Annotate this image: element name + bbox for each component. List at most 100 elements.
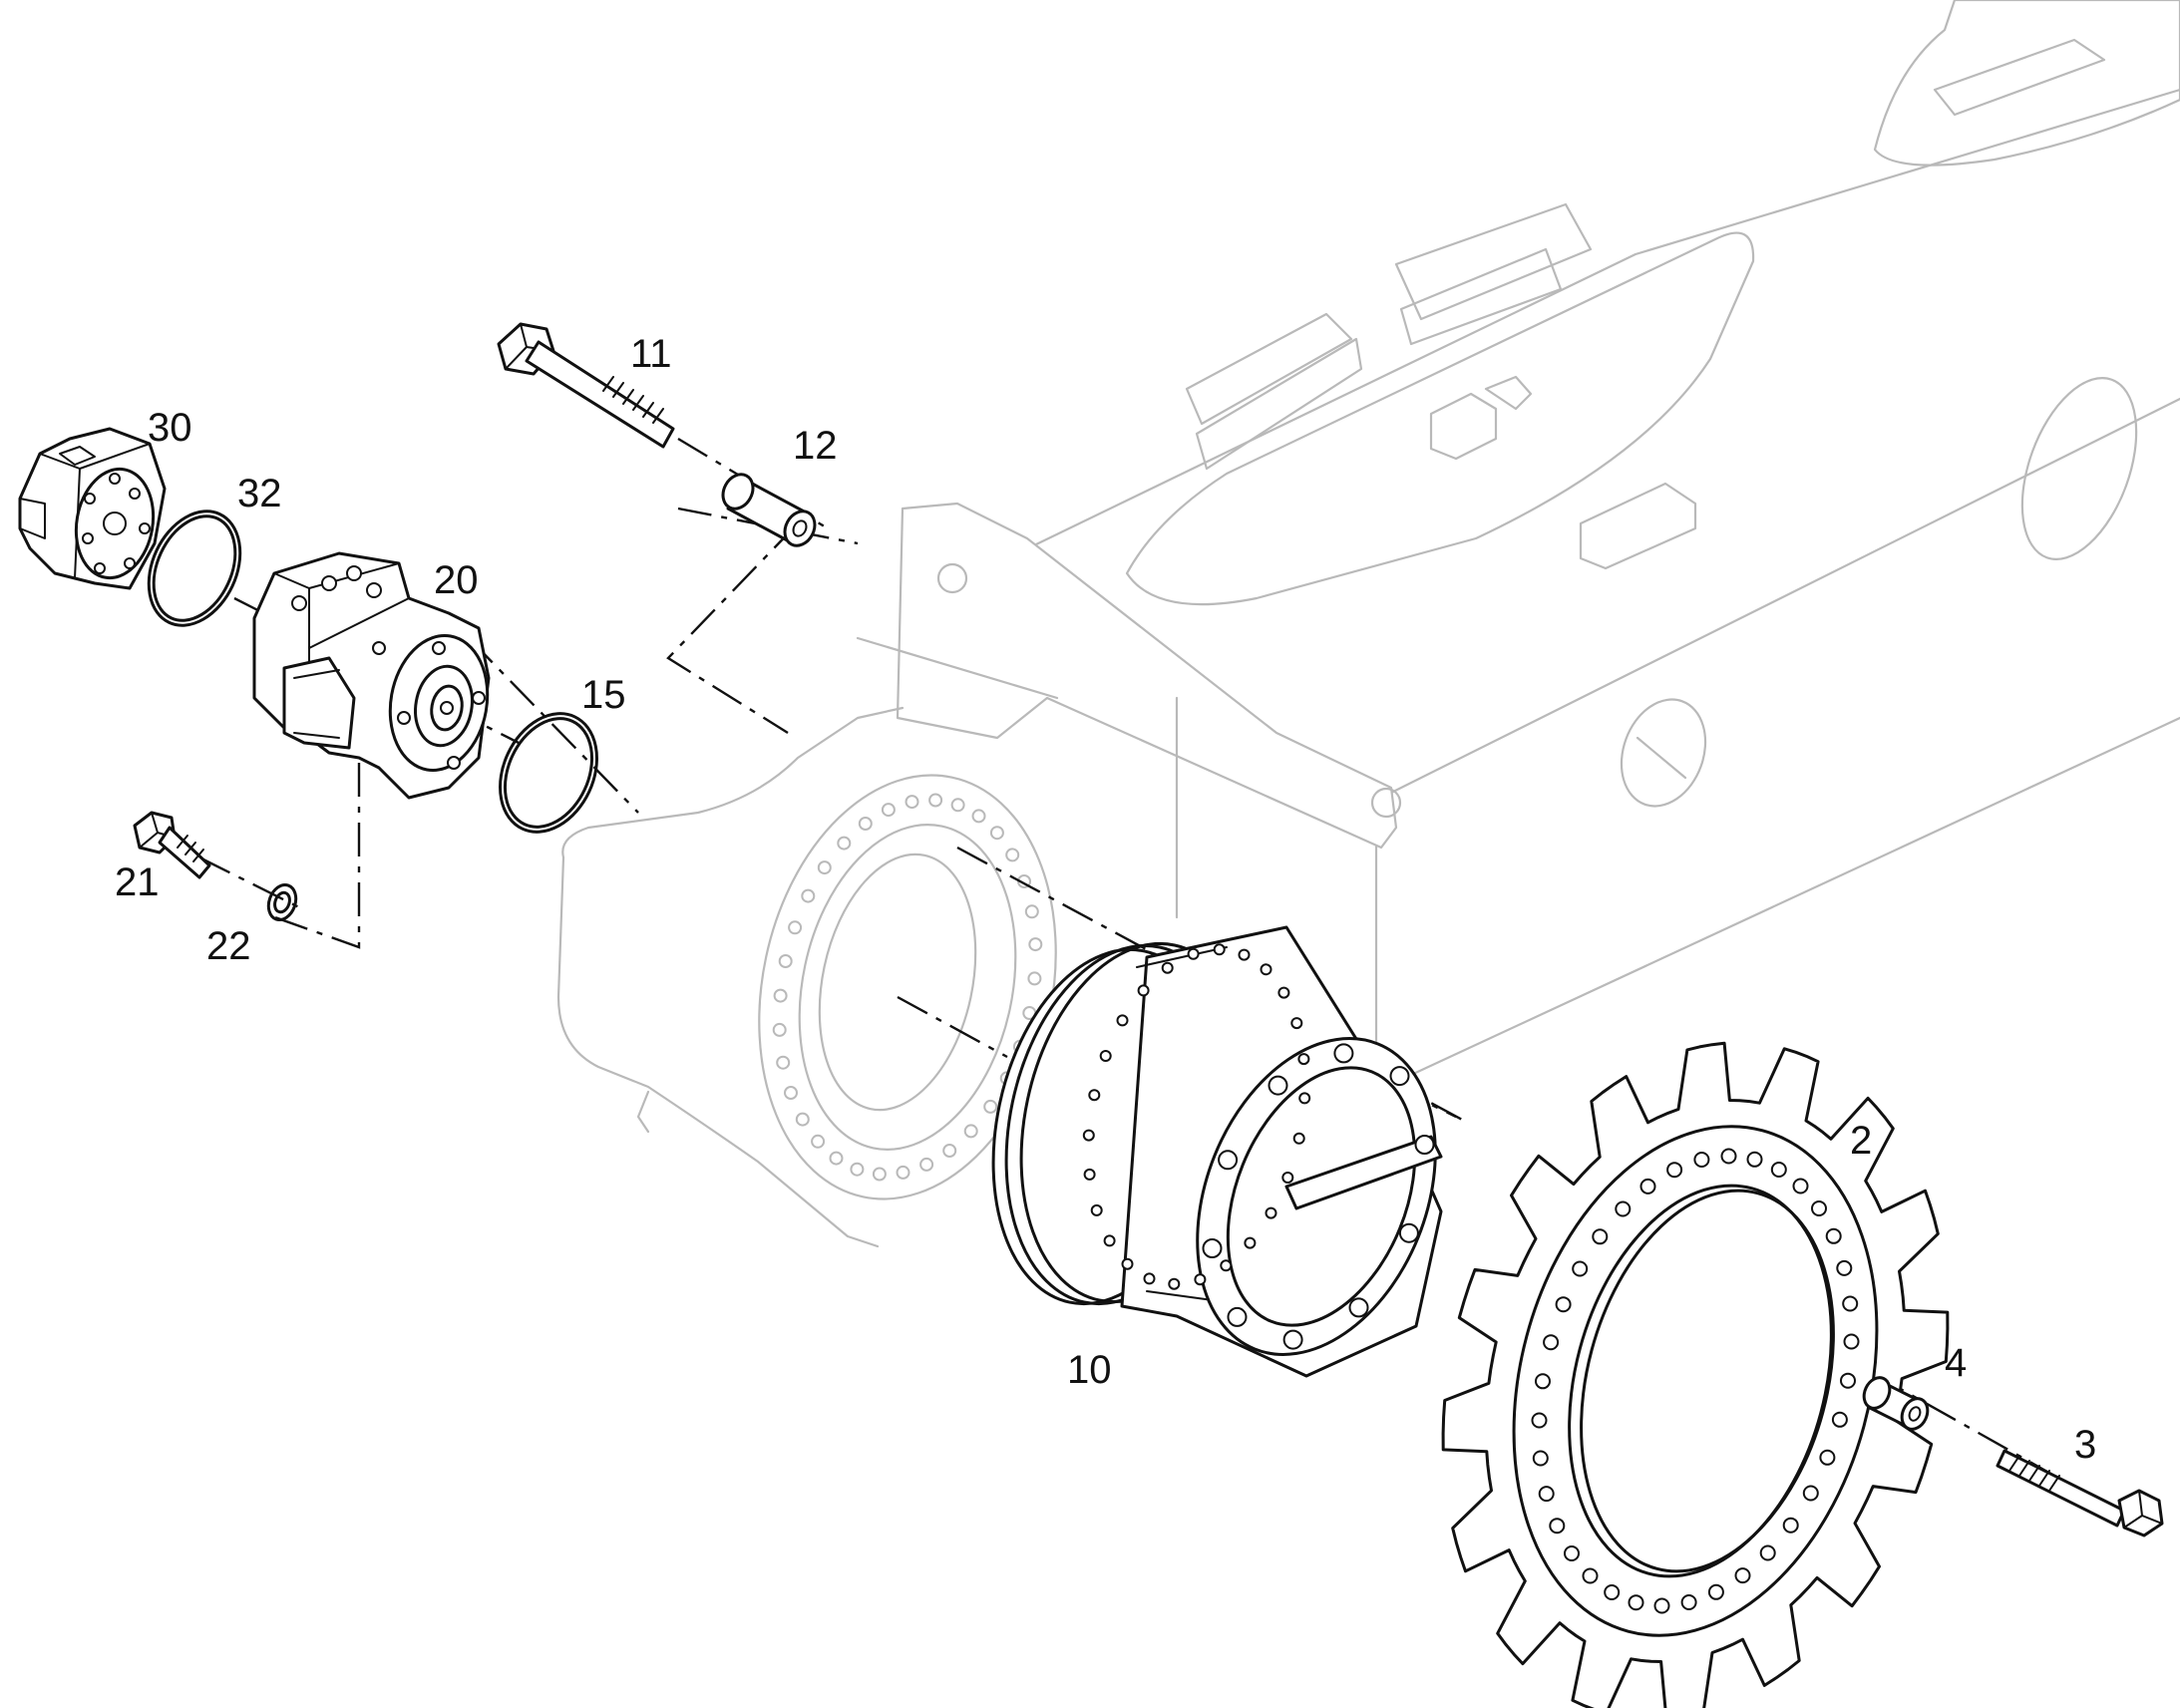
rim-hole — [1244, 1236, 1257, 1249]
bore-bolt-hole — [788, 920, 803, 935]
bore-bolt-hole — [837, 836, 852, 851]
spacer-bushing — [721, 473, 817, 547]
bore-bolt-hole — [950, 798, 965, 813]
sprocket-bolt-hole — [1538, 1486, 1555, 1503]
sprocket-bolt-hole — [1572, 1260, 1589, 1277]
sprocket-bolt-hole — [1582, 1567, 1599, 1584]
bore-bolt-hole — [784, 1086, 798, 1100]
bore-bolt-hole — [773, 988, 788, 1003]
sprocket-bolt-hole — [1628, 1594, 1644, 1611]
bore-bolt-hole — [971, 809, 986, 824]
bore-bolt-hole — [872, 1167, 887, 1182]
hex-bolt-long — [497, 322, 675, 449]
valve-block — [18, 427, 167, 590]
rim-hole — [1090, 1203, 1103, 1216]
rim-hole — [1277, 986, 1290, 999]
sprocket-bolt-hole — [1746, 1151, 1763, 1168]
sprocket-bolt-hole — [1549, 1518, 1566, 1535]
sprocket-bolt-hole — [1535, 1373, 1551, 1390]
sprocket-bolt-hole — [1840, 1372, 1856, 1389]
rim-hole — [1290, 1017, 1303, 1030]
bore-bolt-hole — [919, 1157, 934, 1172]
rim-hole — [1292, 1132, 1305, 1145]
rim-hole — [1103, 1234, 1116, 1247]
callout-2: 2 — [1850, 1119, 1872, 1163]
bore-bolt-hole — [776, 1055, 791, 1070]
bore-bolt-hole — [1028, 937, 1043, 952]
sprocket-bolt-hole — [1802, 1485, 1819, 1502]
cover-bolt — [1398, 1222, 1419, 1243]
sprocket-bolt-hole — [1693, 1152, 1710, 1168]
callout-15: 15 — [581, 673, 626, 717]
bore-bolt-hole — [881, 803, 896, 818]
rim-hole — [1137, 984, 1150, 997]
sprocket-bolt-hole — [1792, 1178, 1809, 1195]
cover-bolt — [1389, 1066, 1410, 1087]
sprocket-bolt-hole — [1615, 1200, 1632, 1217]
sprocket-bolt-hole — [1564, 1545, 1580, 1561]
bore-bolt-hole — [983, 1099, 998, 1114]
bore-bolt-hole — [989, 826, 1004, 841]
bore-bolt-hole — [772, 1022, 787, 1037]
sprocket-bolt-hole — [1592, 1228, 1609, 1245]
cover-bolt — [1268, 1075, 1288, 1096]
bore-bolt-hole — [811, 1134, 826, 1149]
sprocket-bolt-hole — [1532, 1450, 1549, 1467]
rim-hole — [1194, 1273, 1207, 1286]
sprocket-bolt-holes — [1531, 1148, 1860, 1614]
cover-bolt — [1348, 1297, 1369, 1318]
bore-bolt-hole — [801, 888, 816, 903]
bore-bolt-hole — [896, 1165, 910, 1180]
sprocket-bolt-hole — [1831, 1411, 1848, 1428]
sprocket-bolt-hole — [1720, 1148, 1737, 1165]
callout-30: 30 — [148, 406, 192, 450]
bore-bolt-hole — [1005, 848, 1020, 862]
sprocket-bolt-hole — [1666, 1162, 1683, 1179]
callout-11: 11 — [630, 332, 672, 376]
cover-bolt — [1218, 1150, 1239, 1171]
rim-hole — [1143, 1272, 1156, 1285]
sprocket-bolt-hole — [1604, 1584, 1621, 1600]
bore-bolt-hole — [928, 793, 943, 808]
sprocket-bolt-hole — [1825, 1227, 1842, 1244]
callout-22: 22 — [206, 924, 251, 968]
cover-bolt — [1333, 1043, 1354, 1064]
sprocket-bolt-hole — [1707, 1583, 1724, 1600]
rim-hole — [1099, 1050, 1112, 1062]
sprocket-bolt — [1996, 1449, 2164, 1537]
callout-32: 32 — [237, 472, 282, 515]
hex-bolt-short — [133, 811, 211, 879]
bore-bolt-hole — [1024, 904, 1039, 919]
o-ring-32 — [147, 510, 242, 627]
rim-hole — [1082, 1129, 1095, 1142]
sprocket-bolt-hole — [1555, 1296, 1572, 1313]
sprocket-bolt-hole — [1734, 1567, 1751, 1584]
rim-hole — [1213, 943, 1226, 956]
bore-bolt-hole — [817, 860, 832, 875]
callout-4: 4 — [1945, 1341, 1967, 1385]
cover-bolt — [1202, 1238, 1223, 1258]
gearbox-cover-bolts — [1202, 1043, 1435, 1350]
drive-sprocket — [1441, 1041, 1950, 1708]
rim-hole — [1298, 1092, 1311, 1105]
hydraulic-motor — [252, 551, 491, 800]
bore-bolt-hole — [778, 954, 793, 968]
bore-bolt-hole — [795, 1112, 810, 1127]
rim-hole — [1220, 1259, 1233, 1272]
callout-12: 12 — [793, 424, 838, 468]
sprocket-bolt-hole — [1770, 1162, 1787, 1178]
rim-hole — [1297, 1053, 1310, 1066]
undercarriage-frame — [556, 0, 2180, 1248]
cover-bolt — [1227, 1306, 1248, 1327]
callout-10: 10 — [1067, 1348, 1112, 1392]
rim-hole — [1265, 1206, 1277, 1219]
sprocket-bolt-hole — [1842, 1295, 1859, 1312]
rim-hole — [1121, 1257, 1134, 1270]
travel-gearbox — [991, 925, 1443, 1378]
gearbox-rim-holes — [1082, 943, 1311, 1290]
cover-bolt — [1282, 1329, 1303, 1350]
callout-20: 20 — [434, 558, 479, 602]
rim-hole — [1168, 1277, 1181, 1290]
bore-bolt-hole — [858, 817, 873, 831]
sprocket-bolt-hole — [1680, 1594, 1697, 1610]
